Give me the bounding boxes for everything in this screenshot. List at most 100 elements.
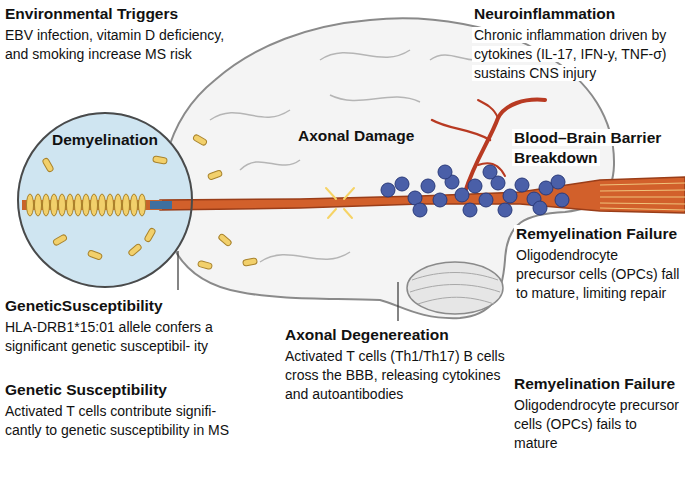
immune-cell (503, 189, 517, 203)
axon-fibril (600, 183, 685, 185)
heading-box: GeneticSusceptibility (5, 296, 245, 316)
heading-text: Axonal Damage (296, 127, 416, 144)
axon-fibril (600, 196, 685, 197)
debris-fragment (144, 227, 156, 242)
text-box: EBV infection, vitamin D deficiency, and… (5, 26, 240, 64)
leader-line (177, 251, 178, 290)
debris-fragment (243, 258, 258, 266)
leader-line (397, 282, 398, 321)
body-text: Oligodendrocyte precursor cells (OPCs) f… (514, 397, 679, 451)
immune-cell (498, 203, 512, 217)
body-text: HLA-DRB1*15:01 allele confers a signific… (5, 319, 213, 354)
text-box: Chronic inflammation driven by cytokines… (472, 26, 680, 83)
text-box: Oligodendrocyte precursor cells (OPCs) f… (514, 396, 680, 453)
brain-sulcus (330, 95, 420, 102)
debris-fragment (153, 156, 168, 164)
heading-text: Axonal Degenereation (285, 326, 449, 343)
immune-cell (479, 193, 493, 207)
myelin-coil (43, 194, 50, 216)
heading-box: Genetic Susceptibility (5, 380, 245, 400)
cerebellum-fold (410, 285, 500, 293)
text-box: Activated T cells (Th1/Th17) B cells cro… (285, 347, 507, 404)
myelin-coil (51, 194, 58, 216)
immune-cell (433, 193, 447, 207)
immune-cell (438, 165, 452, 179)
immune-cell (533, 201, 547, 215)
axon-fibril (600, 208, 685, 210)
text-box: Activated T cells contribute signifi- ca… (5, 402, 245, 440)
myelin-coil (123, 194, 130, 216)
body-text: Activated T cells (Th1/Th17) B cells cro… (285, 348, 505, 402)
node-text: Demyelination (17, 130, 193, 150)
myelin-coil (107, 194, 114, 216)
heading-text: Genetic Susceptibility (5, 381, 167, 398)
heading-text: Remyelination Failure (514, 225, 679, 242)
heading-box: Environmental Triggers (5, 4, 265, 24)
immune-cell (413, 203, 427, 217)
myelin-coil (59, 194, 66, 216)
heading-box: Axonal Damage (296, 126, 426, 146)
myelin-sheath (27, 194, 146, 216)
immune-cell (463, 203, 477, 217)
immune-cell (483, 165, 497, 179)
immune-cells (381, 165, 569, 217)
brain-sulcus (320, 50, 410, 60)
myelin-coil (91, 194, 98, 216)
spark-ray (344, 209, 352, 218)
heading-text: Neuroinflammation (472, 5, 617, 22)
heading-box: Remyelination Failure (514, 374, 682, 394)
immune-cell (395, 177, 409, 191)
heading-text: Remyelination Failure (514, 375, 675, 392)
debris-fragment (87, 250, 102, 260)
magnified-circle: Demyelination (17, 112, 193, 288)
spark-ray (326, 188, 336, 199)
debris-fragment (197, 260, 212, 269)
cerebellum (407, 262, 503, 314)
myelin-coil (35, 194, 42, 216)
heading-box: Remyelination Failure (514, 224, 682, 244)
debris-fragment (52, 234, 67, 246)
debris-fragment (42, 157, 54, 172)
demyelinated-segment (150, 201, 172, 209)
text-box: HLA-DRB1*15:01 allele confers a signific… (5, 318, 240, 356)
myelin-coil (115, 194, 122, 216)
debris-fragment (128, 243, 143, 257)
axon-fibril (600, 190, 685, 191)
heading-box: Blood–Brain Barrier Breakdown (512, 128, 680, 168)
circle-outline (18, 113, 192, 287)
debris-fragment (218, 233, 233, 247)
immune-cell (468, 179, 482, 193)
body-text: Chronic inflammation driven by cytokines… (472, 27, 668, 81)
debris-fragment (192, 134, 207, 146)
heading-box: Axonal Degenereation (285, 325, 505, 345)
heading-text: Environmental Triggers (5, 5, 178, 22)
cerebellum-fold (418, 297, 494, 304)
myelin-coil (131, 194, 138, 216)
body-text: Oligodendrocyte precursor cells (OPCs) f… (514, 247, 681, 301)
immune-cell (555, 193, 569, 207)
debris-fragment (207, 170, 222, 180)
vessel-branch (478, 100, 498, 118)
body-text: Activated T cells contribute signifi- ca… (5, 403, 229, 438)
immune-cell (515, 178, 529, 192)
brain-sulcus (210, 110, 290, 120)
spark-ray (328, 209, 336, 218)
heading-text: GeneticSusceptibility (5, 297, 163, 314)
myelin-coil (139, 194, 146, 216)
damage-spark (326, 188, 354, 218)
body-text: EBV infection, vitamin D deficiency, and… (5, 27, 224, 62)
myelin-debris (42, 134, 258, 270)
immune-cell (455, 188, 469, 202)
vessel-branch (432, 120, 490, 140)
heading-box: Neuroinflammation (472, 4, 680, 24)
myelin-coil (67, 194, 74, 216)
heading-text: Blood–Brain Barrier Breakdown (512, 129, 663, 166)
immune-cell (381, 183, 395, 197)
cerebellum-fold (412, 273, 498, 281)
axon-fibril (600, 203, 685, 204)
brain-sulcus (240, 160, 300, 170)
text-box: Oligodendrocyte precursor cells (OPCs) f… (514, 246, 680, 303)
spark-ray (344, 188, 354, 199)
immune-cell (421, 179, 435, 193)
